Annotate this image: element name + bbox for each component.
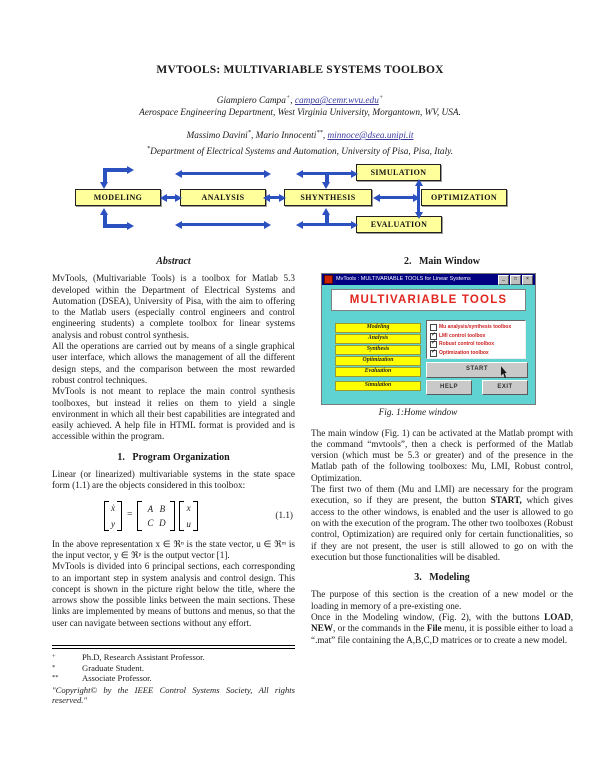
optimization-button: Optimization bbox=[335, 356, 421, 367]
section2-paragraph: The first two of them (Mu and LMI) are n… bbox=[311, 484, 573, 562]
author-sup: + bbox=[378, 94, 384, 101]
arrow-shynthesis-bottom-v bbox=[325, 215, 329, 224]
section1-paragraph: MvTools is divided into 6 principal sect… bbox=[52, 561, 295, 628]
minimize-button-icon: _ bbox=[498, 274, 509, 285]
multivariable-tools-banner: MULTIVARIABLE TOOLS bbox=[331, 289, 526, 312]
footnote-item: *Graduate Student. bbox=[52, 662, 145, 673]
arrow-shynthesis-bottom-h bbox=[296, 220, 358, 229]
arrow-simulation-evaluation bbox=[414, 179, 423, 219]
section1-heading: 1. Program Organization bbox=[117, 451, 230, 463]
diagram-box-simulation: SIMULATION bbox=[356, 164, 441, 181]
toolbox-checklist: Mu analysis/synthesis toolbox LMI contro… bbox=[426, 320, 526, 360]
affiliation-2: *Department of Electrical Systems and Au… bbox=[146, 144, 454, 157]
author-block-1: Giampiero Campa+, campa@cemr.wvu.edu+ Ae… bbox=[0, 92, 600, 119]
author-name: Massimo Davini bbox=[186, 131, 248, 142]
diagram-box-modeling: MODELING bbox=[75, 189, 161, 206]
arrowhead-down bbox=[100, 182, 108, 189]
checklist-row: LMI control toolbox bbox=[430, 332, 525, 341]
start-button: START bbox=[426, 362, 528, 379]
checkbox-icon bbox=[430, 341, 437, 349]
footnote-rule bbox=[52, 645, 295, 649]
author-sup: + bbox=[285, 94, 291, 101]
checklist-row: Mu analysis/synthesis toolbox bbox=[430, 323, 525, 332]
diagram-box-analysis: ANALYSIS bbox=[180, 189, 266, 206]
checklist-row: Optimization toolbox bbox=[430, 349, 525, 358]
diagram-box-evaluation: EVALUATION bbox=[356, 216, 442, 233]
evaluation-button: Evaluation bbox=[335, 367, 421, 378]
modeling-button: Modeling bbox=[335, 323, 421, 334]
checkbox-icon bbox=[430, 324, 437, 332]
arrow-analysis-shynthesis bbox=[263, 193, 286, 202]
abstract-paragraph: All the operations are carried out by me… bbox=[52, 341, 295, 385]
synthesis-button: Synthesis bbox=[335, 345, 421, 356]
section1-paragraph: Linear (or linearized) multivariable sys… bbox=[52, 469, 295, 491]
author-sup: ** bbox=[316, 129, 323, 136]
affiliation-1: Aerospace Engineering Department, West V… bbox=[139, 107, 461, 118]
arrow-modeling-bottom-elbow bbox=[103, 215, 107, 228]
checkbox-icon bbox=[430, 332, 437, 340]
footnote-block: +Ph.D, Research Assistant Professor. *Gr… bbox=[52, 645, 295, 706]
arrow-long-top bbox=[175, 169, 271, 178]
arrowhead-up bbox=[100, 208, 108, 215]
arrowhead-right bbox=[127, 166, 134, 174]
abstract-paragraph: MvTools is not meant to replace the main… bbox=[52, 386, 295, 442]
figure1-caption: Fig. 1:Home window bbox=[378, 408, 458, 419]
close-button-icon: × bbox=[522, 274, 533, 285]
footnote-item: +Ph.D, Research Assistant Professor. bbox=[52, 652, 205, 662]
section3-paragraph: The purpose of this section is the creat… bbox=[311, 589, 573, 611]
left-column: Abstract MvTools, (Multivariable Tools) … bbox=[52, 256, 295, 629]
maximize-button-icon: □ bbox=[510, 274, 521, 285]
figure1-window: MvTools : MULTIVARIABLE TOOLS for Linear… bbox=[321, 273, 536, 406]
footnote-item: **Associate Professor. bbox=[52, 673, 152, 684]
arrow-shynthesis-top-v bbox=[325, 173, 329, 182]
arrow-modeling-analysis bbox=[160, 193, 182, 202]
exit-button: EXIT bbox=[482, 380, 528, 396]
author-name: Mario Innocenti bbox=[255, 131, 317, 142]
checklist-row: Robust control toolbox bbox=[430, 340, 525, 349]
copyright-notice: "Copyright© by the IEEE Control Systems … bbox=[52, 684, 295, 706]
arrow-modeling-top-elbow bbox=[103, 168, 107, 182]
cursor-icon bbox=[501, 366, 507, 379]
author-block-2: Massimo Davini*, Mario Innocenti**, minn… bbox=[0, 127, 600, 158]
window-title: MvTools : MULTIVARIABLE TOOLS for Linear… bbox=[336, 276, 471, 283]
diagram-box-optimization: OPTIMIZATION bbox=[421, 189, 507, 206]
arrow-shynthesis-optimization bbox=[373, 193, 420, 202]
diagram-box-shynthesis: SHYNTHESIS bbox=[284, 189, 372, 206]
author-line-2: Massimo Davini*, Mario Innocenti**, minn… bbox=[186, 129, 414, 142]
arrow-modeling-bottom-elbow-h bbox=[103, 224, 127, 228]
equation-number: (1.1) bbox=[275, 509, 293, 520]
author-line-1: Giampiero Campa+, campa@cemr.wvu.edu+ bbox=[216, 94, 384, 107]
abstract-paragraph: MvTools, (Multivariable Tools) is a tool… bbox=[52, 273, 295, 340]
right-column: 2. Main Window MvTools : MULTIVARIABLE T… bbox=[311, 256, 573, 646]
section2-paragraph: The main window (Fig. 1) can be activate… bbox=[311, 427, 573, 483]
figure-1: MvTools : MULTIVARIABLE TOOLS for Linear… bbox=[311, 273, 573, 419]
arrow-modeling-top-elbow-h bbox=[103, 168, 127, 172]
author-email-link[interactable]: campa@cemr.wvu.edu bbox=[294, 96, 379, 107]
help-button: HELP bbox=[426, 380, 472, 396]
author-email-link[interactable]: minnoce@dsea.unipi.it bbox=[327, 131, 414, 142]
section3-paragraph: Once in the Modeling window, (Fig. 2), w… bbox=[311, 612, 573, 645]
abstract-heading: Abstract bbox=[156, 256, 191, 267]
figure1-titlebar: MvTools : MULTIVARIABLE TOOLS for Linear… bbox=[322, 274, 535, 286]
simulation-button: Simulation bbox=[335, 381, 421, 392]
arrowhead-right bbox=[127, 222, 134, 230]
author-name: Giampiero Campa bbox=[216, 96, 286, 107]
analysis-button: Analysis bbox=[335, 334, 421, 345]
checkbox-icon bbox=[430, 349, 437, 357]
arrowhead-down bbox=[322, 182, 330, 189]
section1-paragraph: In the above representation x ∈ ℜⁿ is th… bbox=[52, 538, 295, 560]
app-icon bbox=[324, 275, 333, 285]
arrowhead-up bbox=[322, 208, 330, 215]
paper-title: MVTOOLS: MULTIVARIABLE SYSTEMS TOOLBOX bbox=[156, 64, 444, 76]
author-sup: * bbox=[247, 129, 251, 136]
sections-diagram: MODELING ANALYSIS SHYNTHESIS SIMULATION … bbox=[0, 160, 600, 252]
section2-heading: 2. Main Window bbox=[403, 256, 481, 267]
arrow-long-bottom bbox=[175, 220, 271, 229]
section3-heading: 3. Modeling bbox=[414, 572, 470, 584]
